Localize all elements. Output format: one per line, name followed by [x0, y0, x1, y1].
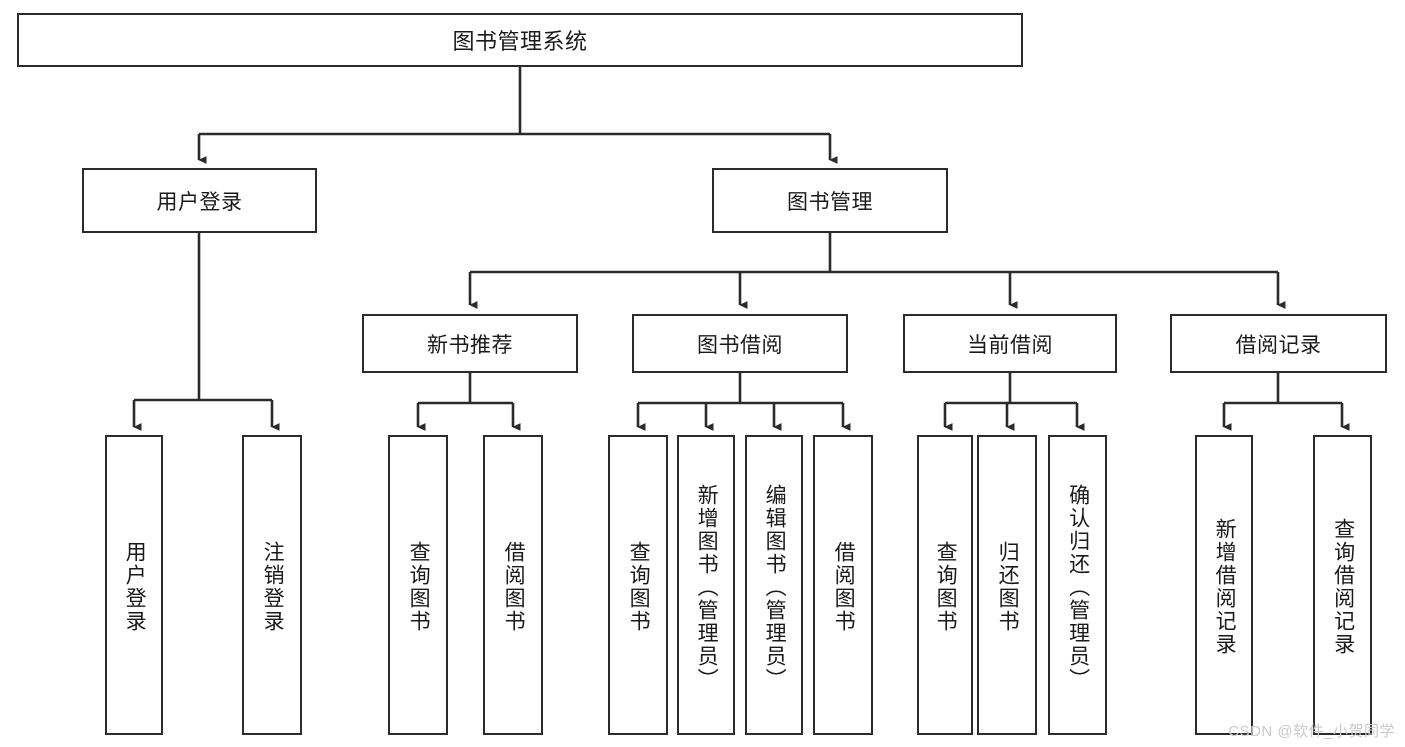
node-label: 图书管理系统	[452, 29, 588, 54]
node-label: 新增图书（管理员）	[695, 483, 719, 691]
node-label: 确认归还（管理员）	[1066, 483, 1090, 691]
node-label: 用户登录	[123, 541, 147, 633]
node-label: 编辑图书（管理员）	[763, 483, 787, 691]
node-root-system[interactable]: 图书管理系统	[17, 13, 1023, 67]
leaf-edit-book-admin[interactable]: 编辑图书（管理员）	[745, 435, 803, 735]
leaf-query-books-borrow[interactable]: 查询图书	[608, 435, 668, 735]
leaf-borrow-books[interactable]: 借阅图书	[813, 435, 873, 735]
leaf-query-books-recommend[interactable]: 查询图书	[388, 435, 448, 735]
watermark-text: CSDN @软件_小贺同学	[1228, 723, 1395, 740]
node-borrow-records[interactable]: 借阅记录	[1170, 314, 1387, 373]
node-book-management[interactable]: 图书管理	[712, 168, 948, 233]
node-label: 图书借阅	[697, 333, 783, 357]
node-label: 注销登录	[261, 541, 285, 633]
leaf-logout[interactable]: 注销登录	[242, 435, 302, 735]
node-user-login[interactable]: 用户登录	[82, 168, 317, 233]
leaf-borrow-books-recommend[interactable]: 借阅图书	[483, 435, 543, 735]
node-label: 查询图书	[407, 541, 431, 633]
node-label: 归还图书	[996, 541, 1020, 633]
leaf-query-books-current[interactable]: 查询图书	[917, 435, 973, 735]
leaf-return-books[interactable]: 归还图书	[977, 435, 1037, 735]
node-new-book-recommend[interactable]: 新书推荐	[362, 314, 578, 373]
node-label: 借阅图书	[502, 541, 526, 633]
leaf-add-borrow-record[interactable]: 新增借阅记录	[1195, 435, 1253, 735]
leaf-query-borrow-record[interactable]: 查询借阅记录	[1313, 435, 1372, 735]
leaf-user-login[interactable]: 用户登录	[105, 435, 163, 735]
node-label: 新书推荐	[427, 333, 513, 357]
node-label: 图书管理	[787, 190, 873, 214]
leaf-confirm-return-admin[interactable]: 确认归还（管理员）	[1048, 435, 1107, 735]
node-label: 用户登录	[156, 190, 243, 214]
node-label: 借阅图书	[832, 541, 856, 633]
node-book-borrow[interactable]: 图书借阅	[632, 314, 848, 373]
node-label: 查询图书	[934, 541, 958, 633]
node-label: 借阅记录	[1235, 333, 1322, 357]
node-label: 当前借阅	[967, 333, 1053, 357]
node-label: 查询图书	[627, 541, 651, 633]
leaf-add-book-admin[interactable]: 新增图书（管理员）	[677, 435, 735, 735]
node-label: 查询借阅记录	[1331, 518, 1355, 656]
node-label: 新增借阅记录	[1213, 518, 1237, 656]
node-current-borrow[interactable]: 当前借阅	[903, 314, 1117, 373]
